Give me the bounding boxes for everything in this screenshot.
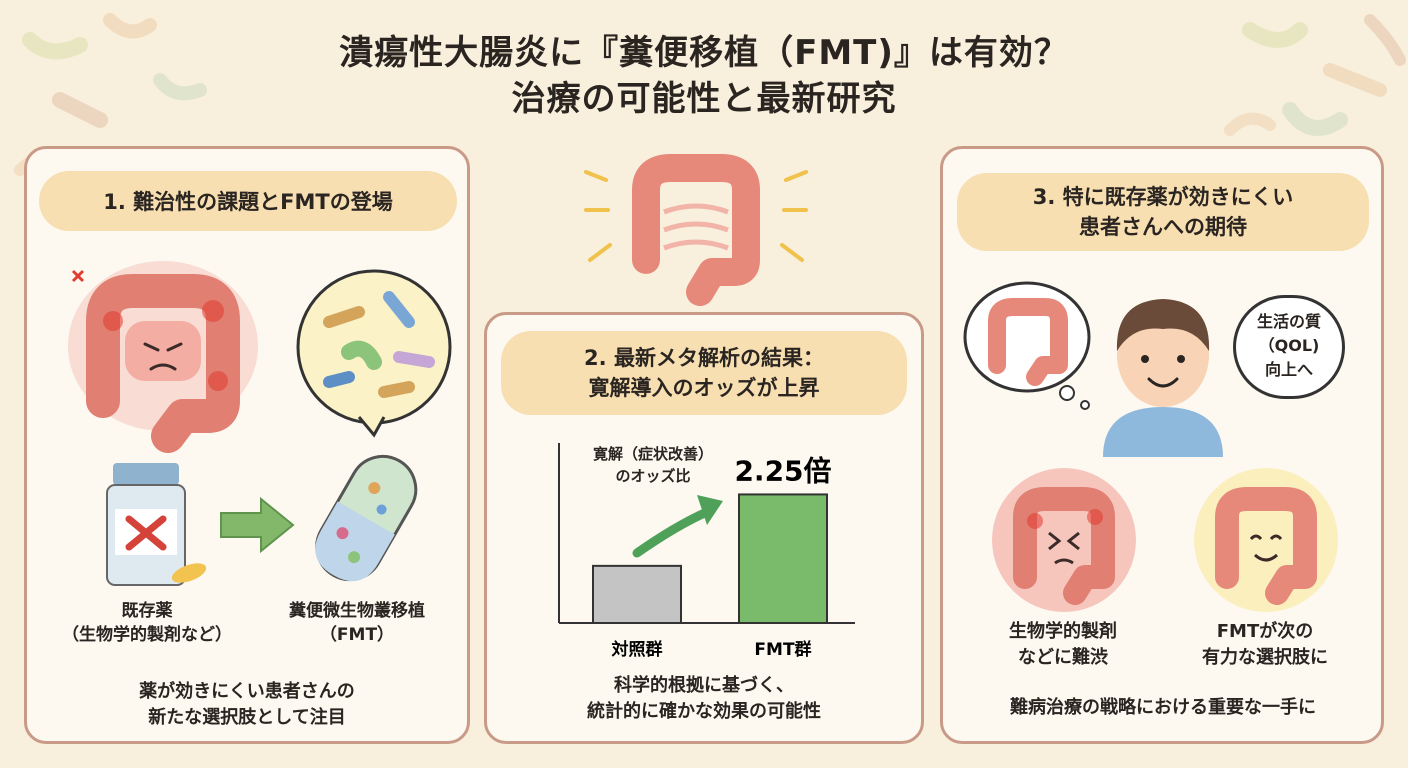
panel-meta-analysis: 2. 最新メタ解析の結果： 寛解導入のオッズが上昇 寛解（症状改善） のオッズ比… bbox=[484, 312, 924, 744]
medicine-bottle-icon bbox=[106, 463, 207, 586]
trend-arrow bbox=[632, 506, 714, 558]
gut-bacteria-bubble bbox=[296, 269, 452, 438]
thought-bubble-colon bbox=[963, 281, 1091, 410]
panel-intractable-fmt: 1. 難治性の課題とFMTの登場 bbox=[24, 146, 470, 744]
panel2-caption: 科学的根拠に基づく、 統計的に確かな効果の可能性 bbox=[587, 675, 821, 722]
panel1-heading: 1. 難治性の課題とFMTの登場 bbox=[39, 171, 457, 231]
smiling-patient-avatar bbox=[1103, 299, 1223, 457]
suffering-colon-icon bbox=[992, 468, 1136, 612]
qol-speech-bubble: 生活の質 （QOL) 向上へ bbox=[1233, 295, 1345, 399]
inflamed-colon-icon bbox=[68, 261, 258, 453]
panel3-heading: 3. 特に既存薬が効きにくい 患者さんへの期待 bbox=[957, 173, 1369, 251]
title-line-1: 潰瘍性大腸炎に『糞便移植（FMT)』は有効？ bbox=[339, 33, 1069, 73]
panel2-heading: 2. 最新メタ解析の結果： 寛解導入のオッズが上昇 bbox=[501, 331, 907, 415]
odds-ratio-bar-chart: 対照群 FMT群 2.25倍 bbox=[558, 443, 855, 660]
fmt-capsule-icon bbox=[315, 454, 418, 582]
panel1-caption: 薬が効きにくい患者さんの 新たな選択肢として注目 bbox=[139, 681, 355, 728]
difficult-biologics-label: 生物学的製剤 などに難渋 bbox=[1009, 621, 1117, 668]
fmt-label: 糞便微生物叢移植 （FMT） bbox=[289, 601, 425, 645]
chart-ylabel: 寛解（症状改善） のオッズ比 bbox=[592, 445, 713, 485]
data-label-2: 2.25倍 bbox=[734, 454, 831, 487]
existing-drug-label: 既存薬 （生物学的製剤など） bbox=[62, 601, 232, 645]
page-title: 潰瘍性大腸炎に『糞便移植（FMT)』は有効？ 治療の可能性と最新研究 bbox=[0, 30, 1408, 122]
title-line-2: 治療の可能性と最新研究 bbox=[511, 79, 897, 119]
bar-2 bbox=[738, 493, 828, 624]
green-arrow-icon bbox=[220, 496, 295, 554]
happy-colon-icon bbox=[1194, 468, 1338, 612]
panel3-caption: 難病治療の戦略における重要な一手に bbox=[1010, 697, 1316, 718]
fmt-next-option-label: FMTが次の 有力な選択肢に bbox=[1202, 621, 1328, 668]
bar-1 bbox=[592, 564, 682, 625]
colon-illustration bbox=[584, 154, 808, 306]
x-tick-label-1: 対照群 bbox=[611, 639, 663, 660]
panel-expectations: 3. 特に既存薬が効きにくい 患者さんへの期待 生活の質 （QOL) 向上へ 生… bbox=[940, 146, 1384, 744]
x-tick-label-2: FMT群 bbox=[754, 639, 811, 660]
